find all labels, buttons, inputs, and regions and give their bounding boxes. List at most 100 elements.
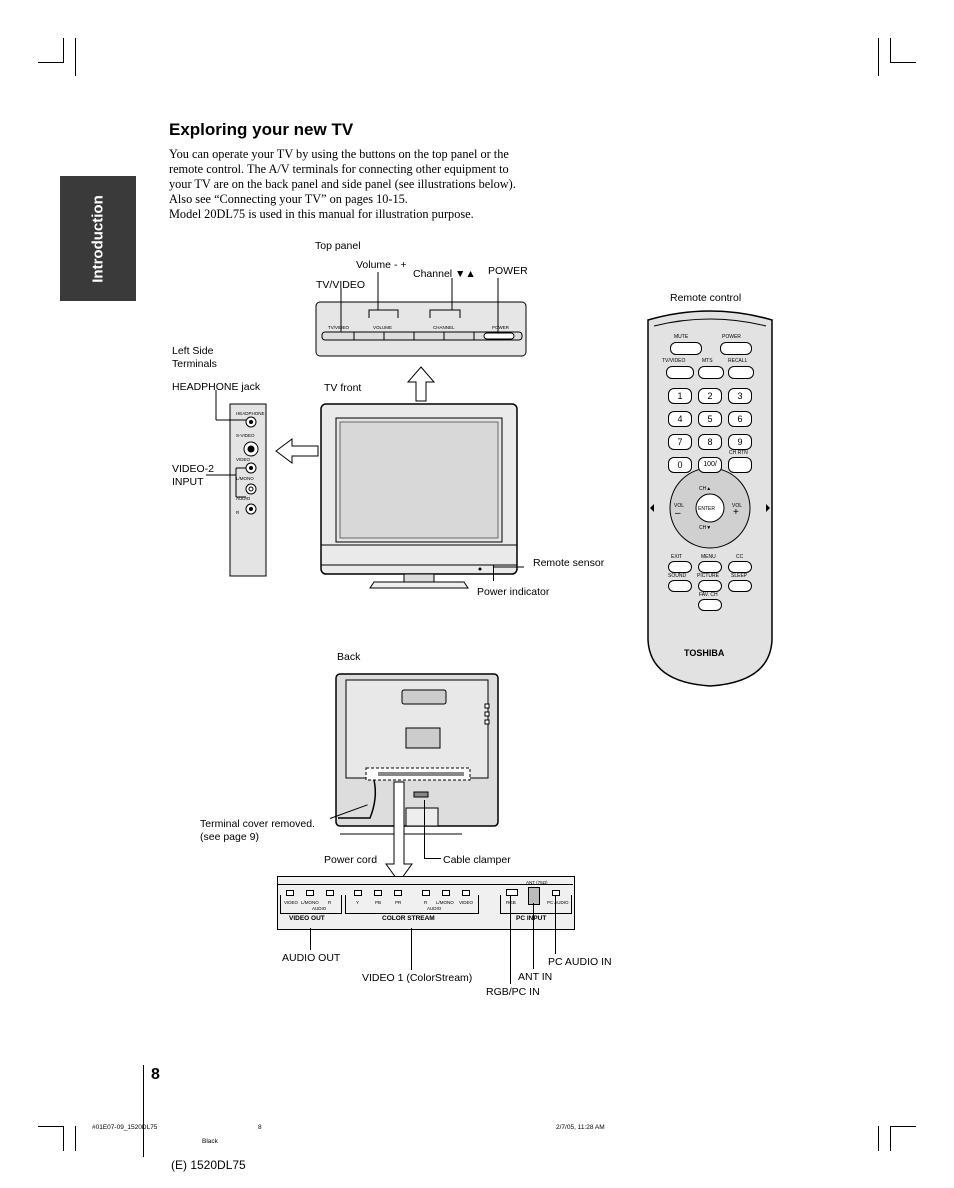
recall-button[interactable] (728, 366, 754, 379)
jack-icon (354, 890, 362, 896)
audio-tag: AUDIO (427, 906, 442, 911)
leader-line (493, 565, 494, 581)
left-arrow-icon (275, 438, 319, 464)
digit-4-button[interactable]: 4 (668, 411, 692, 427)
remote-tv-video-label: TV/VIDEO (662, 358, 686, 364)
antenna-connector-icon (528, 887, 540, 905)
mts-button[interactable] (698, 366, 724, 379)
jack-label: L/MONO (301, 900, 319, 905)
crop-mark (890, 62, 916, 63)
mute-button[interactable] (670, 342, 702, 355)
ch-up-button[interactable]: CH▲ (699, 486, 712, 492)
video2-label: VIDEO-2 (172, 463, 215, 475)
silk-r: R (236, 510, 240, 515)
footer-timestamp: 2/7/05, 11:28 AM (556, 1124, 605, 1131)
digit-1-button[interactable]: 1 (668, 388, 692, 404)
plus-icon: + (733, 507, 739, 518)
jack-icon (286, 890, 294, 896)
remote-mts-label: MTS (702, 358, 713, 364)
jack-icon (306, 890, 314, 896)
sleep-button[interactable] (728, 580, 752, 592)
leader-line (411, 928, 412, 970)
vol-minus-button[interactable]: VOL (674, 503, 685, 509)
rgb-jack-icon (506, 889, 518, 896)
sound-button[interactable] (668, 580, 692, 592)
menu-button[interactable] (698, 561, 722, 573)
tv-front-illustration (320, 403, 524, 589)
silk-tv-video: TV/VIDEO (328, 325, 350, 330)
vol-plus-button[interactable]: VOL (732, 503, 743, 509)
enter-button[interactable]: ENTER (698, 506, 715, 512)
terminal-cover-label: (see page 9) (200, 831, 259, 843)
digit-8-button[interactable]: 8 (698, 434, 722, 450)
crop-mark (890, 1126, 891, 1151)
fav-ch-button[interactable] (698, 599, 722, 611)
jack-label: VIDEO (284, 900, 299, 905)
footer-file: #01E07-09_1520DL75 (92, 1124, 158, 1131)
power-button[interactable] (720, 342, 752, 355)
jack-label: Y (356, 900, 360, 905)
picture-button[interactable] (698, 580, 722, 592)
tv-front-title: TV front (324, 382, 362, 394)
color-stream-bracket (345, 895, 479, 914)
cc-button[interactable] (728, 561, 752, 573)
digit-5-button[interactable]: 5 (698, 411, 722, 427)
remote-fav-label: FAV. CH (699, 592, 718, 598)
intro-paragraph: You can operate your TV by using the but… (169, 147, 559, 222)
crop-mark (878, 38, 879, 76)
jack-label: R (424, 900, 428, 905)
intro-line: remote control. The A/V terminals for co… (169, 162, 509, 176)
jack-label: L/MONO (436, 900, 454, 905)
jack-label: PB (375, 900, 382, 905)
silk-lmono: L/MONO (236, 476, 254, 481)
intro-line: Also see “Connecting your TV” on pages 1… (169, 192, 408, 206)
tv-video-label: TV/VIDEO (316, 279, 366, 291)
group-pc-input: PC INPUT (516, 915, 547, 922)
remote-exit-label: EXIT (671, 554, 683, 560)
intro-line: You can operate your TV by using the but… (169, 147, 509, 161)
ch-rtn-button[interactable] (728, 457, 752, 473)
digit-9-button[interactable]: 9 (728, 434, 752, 450)
pc-audio-in-label: PC AUDIO IN (548, 956, 612, 968)
channel-label: Channel ▼▲ (413, 268, 476, 280)
digit-7-button[interactable]: 7 (668, 434, 692, 450)
up-arrow-icon (406, 366, 436, 402)
crop-mark (63, 1126, 64, 1151)
left-side-title: Left Side (172, 345, 214, 357)
silk-video: VIDEO (236, 457, 251, 462)
ch-rtn-label: CH RTN (729, 450, 748, 456)
ant-in-label: ANT IN (518, 971, 553, 983)
remote-brand: TOSHIBA (684, 648, 725, 658)
cable-clamper-label: Cable clamper (443, 854, 511, 866)
jack-label: VIDEO (459, 900, 474, 905)
pc-input-bracket (500, 895, 572, 914)
remote-title: Remote control (670, 292, 742, 304)
video1-label: VIDEO 1 (ColorStream) (362, 972, 473, 984)
rgb-pc-in-label: RGB/PC IN (486, 986, 540, 998)
strip-edge (277, 884, 573, 885)
exit-button[interactable] (668, 561, 692, 573)
jack-icon (442, 890, 450, 896)
digit-2-button[interactable]: 2 (698, 388, 722, 404)
remote-body (647, 310, 773, 687)
digit-0-button[interactable]: 0 (668, 457, 692, 473)
power-indicator-label: Power indicator (477, 586, 550, 598)
jack-icon (326, 890, 334, 896)
footer-model: (E) 1520DL75 (171, 1158, 246, 1172)
section-tab: Introduction (60, 176, 136, 301)
100-button[interactable]: 100/ (698, 457, 722, 473)
leader-line (510, 896, 511, 984)
section-tab-label: Introduction (89, 194, 107, 283)
video2-label: INPUT (172, 476, 204, 488)
jack-label: PR (395, 900, 402, 905)
digit-6-button[interactable]: 6 (728, 411, 752, 427)
left-side-title: Terminals (172, 358, 217, 370)
terminal-cover-label: Terminal cover removed. (200, 818, 315, 830)
power-cord-label: Power cord (324, 854, 378, 866)
tv-video-button[interactable] (666, 366, 694, 379)
ch-down-button[interactable]: CH▼ (699, 525, 712, 531)
digit-3-button[interactable]: 3 (728, 388, 752, 404)
remote-power-label: POWER (722, 334, 741, 340)
down-arrow-icon (385, 781, 413, 883)
group-color-stream: COLOR STREAM (382, 915, 435, 922)
